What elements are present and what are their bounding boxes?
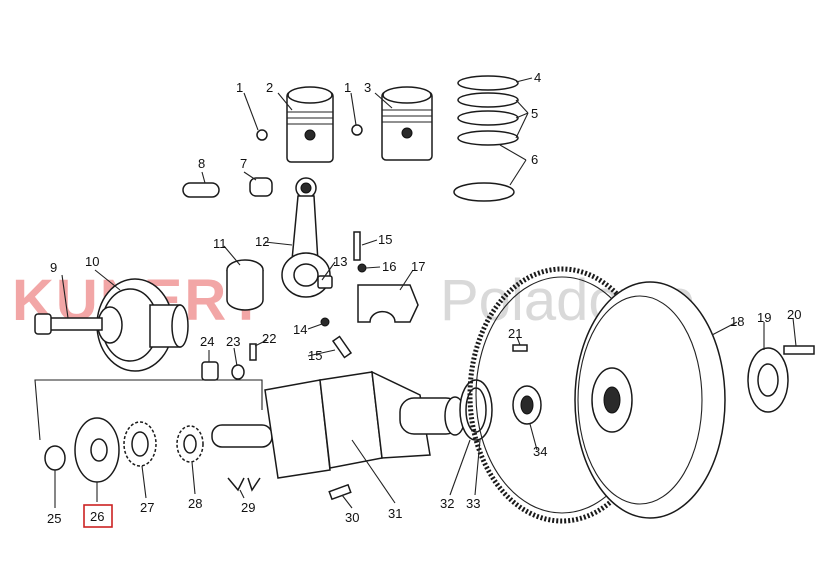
pulley-bolt bbox=[34, 313, 103, 335]
highlight-box-26 bbox=[83, 504, 113, 528]
conrod-bearing-shells bbox=[226, 259, 264, 311]
callout-6: 6 bbox=[531, 152, 538, 167]
callout-12: 12 bbox=[255, 234, 269, 249]
callout-30: 30 bbox=[345, 510, 359, 525]
bolt-15-bottom bbox=[331, 335, 353, 359]
pin-22 bbox=[249, 343, 257, 361]
callout-33: 33 bbox=[466, 496, 480, 511]
oring-23 bbox=[231, 364, 245, 380]
circlip-left bbox=[256, 129, 268, 141]
main-bearing-cap bbox=[357, 284, 419, 323]
callout-9: 9 bbox=[50, 260, 57, 275]
callout-34: 34 bbox=[533, 444, 547, 459]
pin-21 bbox=[512, 344, 528, 352]
callout-15b: 15 bbox=[308, 348, 322, 363]
callout-5: 5 bbox=[531, 106, 538, 121]
callout-31: 31 bbox=[388, 506, 402, 521]
callout-13: 13 bbox=[333, 254, 347, 269]
callout-20: 20 bbox=[787, 307, 801, 322]
callout-16: 16 bbox=[382, 259, 396, 274]
callout-22: 22 bbox=[262, 331, 276, 346]
flywheel bbox=[574, 281, 726, 519]
small-end-bush bbox=[249, 177, 273, 197]
piston-2 bbox=[286, 86, 334, 163]
crankshaft bbox=[211, 370, 466, 479]
callout-2: 2 bbox=[266, 80, 273, 95]
bolt-20 bbox=[783, 345, 815, 355]
keys-29 bbox=[227, 477, 261, 492]
circlip-right bbox=[351, 124, 363, 136]
callout-8: 8 bbox=[198, 156, 205, 171]
piston-pin bbox=[182, 182, 220, 198]
callout-15: 15 bbox=[378, 232, 392, 247]
callout-23: 23 bbox=[226, 334, 240, 349]
callout-10: 10 bbox=[85, 254, 99, 269]
callout-28: 28 bbox=[188, 496, 202, 511]
plug-24 bbox=[201, 361, 219, 381]
callout-19: 19 bbox=[757, 310, 771, 325]
spacer-25 bbox=[44, 445, 66, 471]
callout-25: 25 bbox=[47, 511, 61, 526]
nut-14 bbox=[320, 317, 330, 327]
piston-rings bbox=[453, 75, 519, 202]
conrod-cap bbox=[317, 275, 333, 289]
callout-17: 17 bbox=[411, 259, 425, 274]
callout-7: 7 bbox=[240, 156, 247, 171]
callout-29: 29 bbox=[241, 500, 255, 515]
callout-numbers: 1 2 1 3 4 5 6 7 8 9 10 11 12 13 14 15 15… bbox=[47, 70, 801, 528]
callout-18: 18 bbox=[730, 314, 744, 329]
washer-16 bbox=[357, 263, 367, 273]
crank-gear-28 bbox=[176, 425, 204, 463]
callout-21: 21 bbox=[508, 326, 522, 341]
callout-14: 14 bbox=[293, 322, 307, 337]
callout-27: 27 bbox=[140, 500, 154, 515]
callout-11: 11 bbox=[213, 236, 227, 251]
crank-gear-27 bbox=[123, 421, 157, 467]
piston-3 bbox=[381, 86, 433, 161]
callout-1b: 1 bbox=[344, 80, 351, 95]
callout-32: 32 bbox=[440, 496, 454, 511]
callout-3: 3 bbox=[364, 80, 371, 95]
leader-lines bbox=[34, 77, 797, 509]
crank-pulley bbox=[96, 278, 189, 372]
connecting-rod bbox=[281, 177, 331, 298]
pin-30 bbox=[328, 483, 352, 501]
callout-1: 1 bbox=[236, 80, 243, 95]
callout-4: 4 bbox=[534, 70, 541, 85]
callout-26: 26 bbox=[90, 509, 104, 524]
bolt-15-top bbox=[353, 231, 361, 261]
callout-24: 24 bbox=[200, 334, 214, 349]
